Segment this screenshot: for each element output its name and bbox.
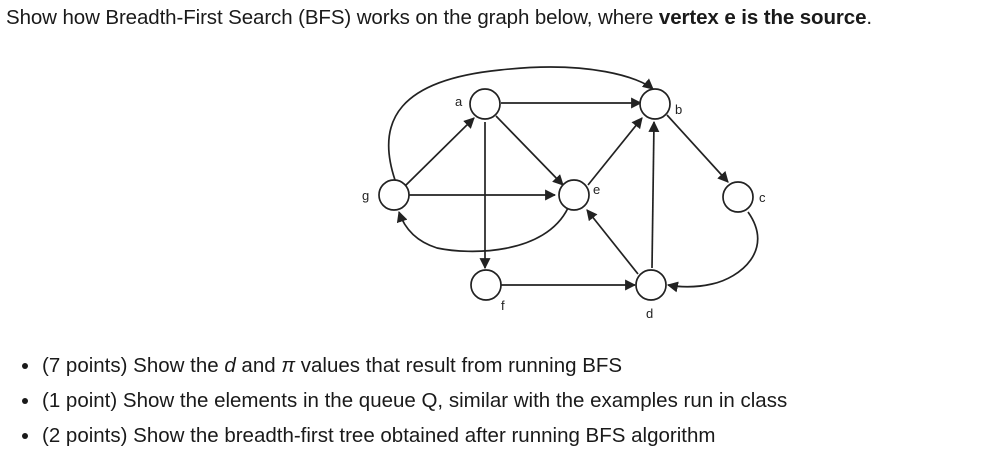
edge-g-a <box>404 117 475 187</box>
problem-statement: Show how Breadth-First Search (BFS) work… <box>6 4 872 32</box>
task-text: values that result from running BFS <box>295 354 623 377</box>
problem-statement-text: Show how Breadth-First Search (BFS) work… <box>6 6 659 29</box>
task-item-dpi: (7 points) Show the d and π values that … <box>22 348 787 383</box>
problem-statement-emphasis: vertex e is the source <box>658 6 867 29</box>
vertex-f <box>470 269 502 301</box>
vertex-g <box>378 179 410 211</box>
edge-b-c <box>666 114 729 183</box>
task-list: (7 points) Show the d and π values that … <box>22 348 787 453</box>
edge-c-d <box>666 211 759 293</box>
var-pi: π <box>281 354 296 377</box>
problem-statement-end: . <box>866 6 872 29</box>
vertex-label-g: g <box>362 188 369 203</box>
task-item-queue: (1 point) Show the elements in the queue… <box>22 383 787 418</box>
vertex-label-c: c <box>759 190 766 205</box>
vertex-label-d: d <box>646 306 653 321</box>
vertex-label-e: e <box>593 182 600 197</box>
edge-g-b <box>387 66 654 181</box>
edge-e-b <box>587 117 643 186</box>
vertex-b <box>639 88 671 120</box>
task-text: (7 points) Show the <box>42 354 225 377</box>
edge-e-g <box>396 207 569 253</box>
vertex-e <box>558 179 590 211</box>
vertex-c <box>722 181 754 213</box>
edge-d-e <box>586 209 639 275</box>
edge-d-b <box>648 120 660 269</box>
vertex-d <box>635 269 667 301</box>
edge-a-e <box>495 115 564 186</box>
vertex-a <box>469 88 501 120</box>
vertex-label-a: a <box>455 94 463 109</box>
vertex-label-f: f <box>501 298 505 313</box>
task-item-tree: (2 points) Show the breadth-first tree o… <box>22 418 787 453</box>
vertex-label-b: b <box>675 102 682 117</box>
var-d: d <box>224 354 236 377</box>
task-text: and <box>235 354 282 377</box>
